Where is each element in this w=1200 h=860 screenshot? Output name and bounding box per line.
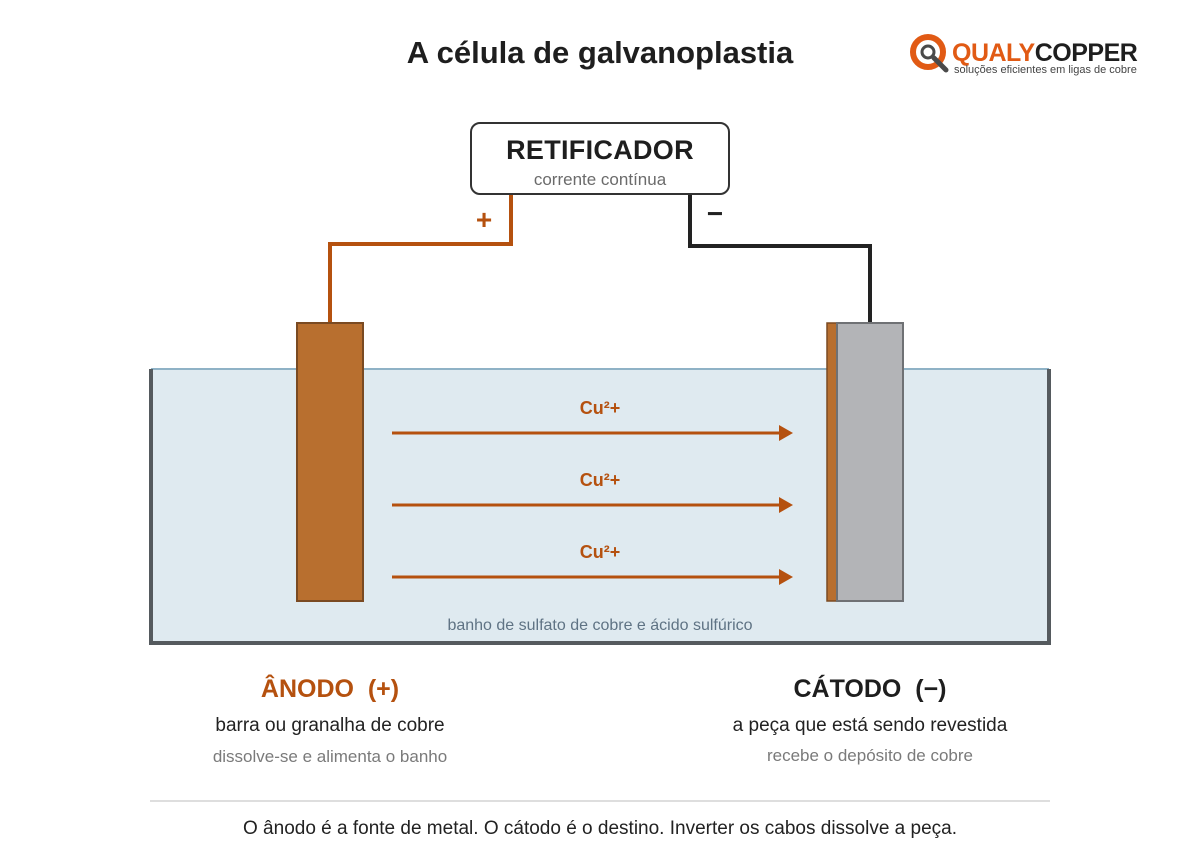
tank-wall (149, 369, 1051, 645)
negative-wire (688, 195, 872, 323)
positive-wire (328, 195, 513, 323)
cathode-title: CÁTODO (−) (793, 674, 946, 703)
ion-label: Cu²+ (580, 470, 621, 490)
rectifier-subtitle: corrente contínua (534, 170, 667, 189)
cathode-note: recebe o depósito de cobre (767, 746, 973, 765)
logo-word-qualy: QUALY (952, 39, 1036, 67)
logo-word-copper: COPPER (1035, 39, 1138, 67)
anode-bar (296, 322, 364, 602)
ion-arrow: Cu²+ (392, 398, 793, 441)
cathode-copper-deposit (826, 322, 838, 602)
anode-title: ÂNODO (+) (261, 673, 399, 703)
ion-arrow: Cu²+ (392, 470, 793, 513)
diagram-title: A célula de galvanoplastia (407, 35, 794, 70)
ion-arrow: Cu²+ (392, 542, 793, 585)
positive-sign: + (476, 204, 492, 235)
ion-flow: Cu²+ Cu²+ Cu²+ (392, 398, 793, 585)
bath-label: banho de sulfato de cobre e ácido sulfúr… (447, 617, 752, 634)
rectifier-box: RETIFICADOR corrente contínua (470, 122, 730, 195)
svg-text:QUALYCOPPER: QUALYCOPPER (952, 39, 1138, 67)
qualycopper-logo: QUALYCOPPER soluções eficientes em ligas… (910, 34, 1138, 76)
cathode-part (836, 322, 904, 602)
ion-label: Cu²+ (580, 398, 621, 418)
anode-description: barra ou granalha de cobre (215, 715, 444, 736)
footer-note: O ânodo é a fonte de metal. O cátodo é o… (243, 818, 957, 839)
anode-caption: ÂNODO (+) barra ou granalha de cobre dis… (213, 673, 447, 766)
rectifier-title: RETIFICADOR (506, 135, 694, 165)
ion-label: Cu²+ (580, 542, 621, 562)
anode-note: dissolve-se e alimenta o banho (213, 747, 447, 766)
cathode-caption: CÁTODO (−) a peça que está sendo revesti… (733, 674, 1008, 765)
cathode-description: a peça que está sendo revestida (733, 715, 1008, 736)
q-copper-logo-icon (910, 34, 949, 73)
negative-sign: − (707, 198, 723, 229)
logo-tagline: soluções eficientes em ligas de cobre (954, 64, 1137, 76)
